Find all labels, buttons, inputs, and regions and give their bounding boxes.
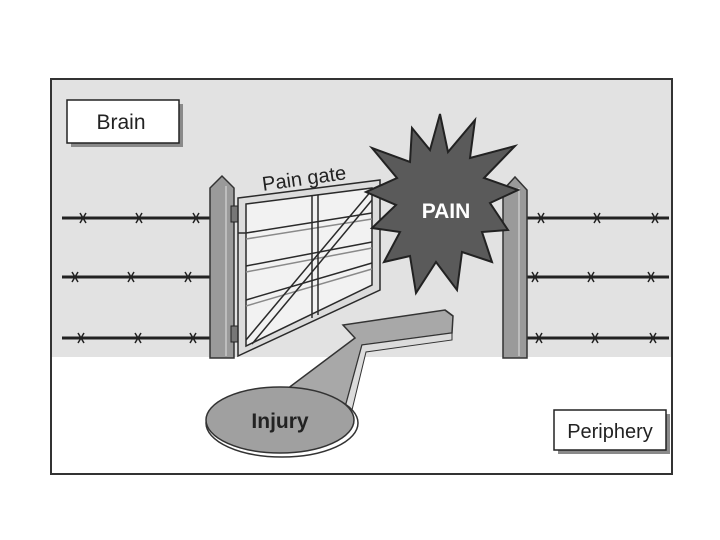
pain-starburst (363, 113, 521, 296)
barbs-left (71, 212, 200, 344)
barbs-right (531, 212, 659, 344)
brain-label: Brain (96, 111, 145, 134)
barbed-wire-left (62, 216, 212, 340)
pain-gate (237, 179, 381, 358)
right-gate-post (502, 175, 528, 359)
brain-label-box: Brain (66, 99, 183, 147)
periphery-label-box: Periphery (553, 409, 670, 454)
pain-label: PAIN (422, 200, 471, 223)
injury-label: Injury (251, 410, 308, 433)
periphery-label: Periphery (567, 421, 653, 443)
left-gate-post (209, 174, 235, 359)
injury-shape (205, 386, 359, 458)
